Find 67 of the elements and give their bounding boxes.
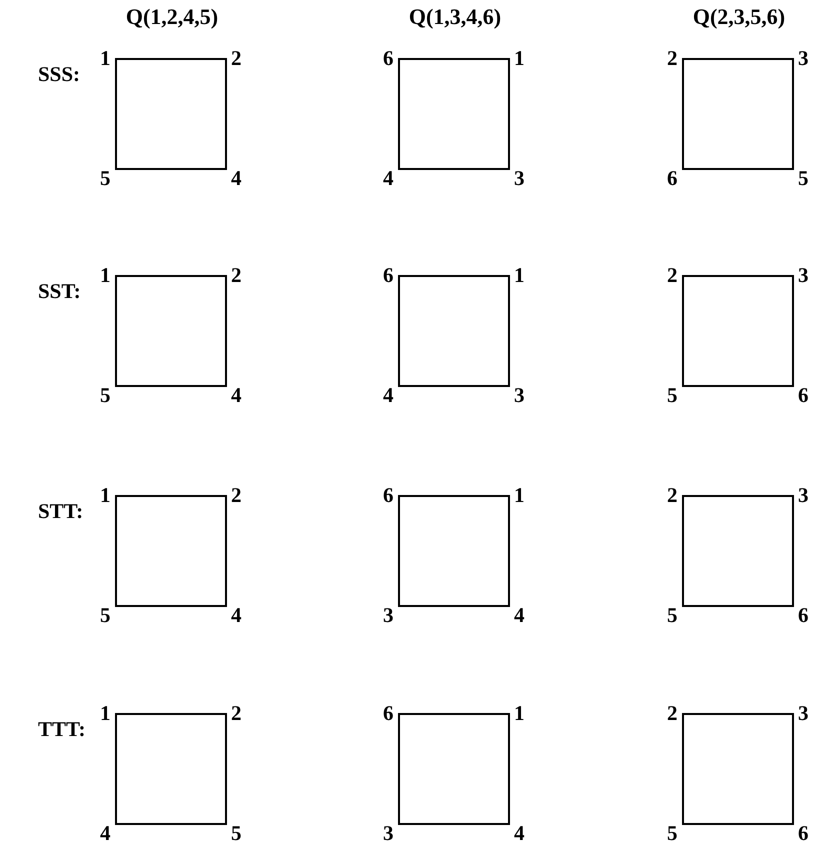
vertex-number: 5 <box>100 168 110 189</box>
vertex-number: 5 <box>100 385 110 406</box>
vertex-number: 3 <box>383 605 394 626</box>
square <box>398 713 510 825</box>
vertex-number: 5 <box>798 168 808 189</box>
vertex-number: 6 <box>798 823 808 844</box>
row-label: TTT: <box>38 719 86 740</box>
vertex-number: 1 <box>514 265 524 286</box>
square <box>115 713 227 825</box>
vertex-number: 1 <box>100 485 110 506</box>
vertex-number: 5 <box>667 823 678 844</box>
vertex-number: 2 <box>667 485 678 506</box>
square <box>682 58 794 170</box>
square <box>115 495 227 607</box>
vertex-number: 4 <box>514 605 524 626</box>
row-label: SST: <box>38 281 81 302</box>
vertex-number: 2 <box>667 48 678 69</box>
row-label: STT: <box>38 501 84 522</box>
square <box>115 58 227 170</box>
vertex-number: 5 <box>667 605 678 626</box>
row-label: SSS: <box>38 64 80 85</box>
vertex-number: 4 <box>100 823 110 844</box>
vertex-number: 6 <box>383 485 394 506</box>
square <box>398 275 510 387</box>
vertex-number: 2 <box>231 703 242 724</box>
vertex-number: 6 <box>667 168 678 189</box>
vertex-number: 1 <box>100 48 110 69</box>
vertex-number: 4 <box>231 168 242 189</box>
vertex-number: 4 <box>231 605 242 626</box>
vertex-number: 6 <box>383 48 394 69</box>
vertex-number: 2 <box>231 485 242 506</box>
vertex-number: 4 <box>383 385 394 406</box>
square <box>398 58 510 170</box>
vertex-number: 3 <box>383 823 394 844</box>
square <box>682 275 794 387</box>
vertex-number: 2 <box>231 265 242 286</box>
square <box>682 495 794 607</box>
vertex-number: 6 <box>383 703 394 724</box>
vertex-number: 3 <box>798 703 808 724</box>
vertex-number: 3 <box>514 168 524 189</box>
vertex-number: 1 <box>100 265 110 286</box>
vertex-number: 1 <box>514 703 524 724</box>
vertex-number: 4 <box>383 168 394 189</box>
vertex-number: 2 <box>667 265 678 286</box>
vertex-number: 6 <box>383 265 394 286</box>
square <box>115 275 227 387</box>
vertex-number: 4 <box>514 823 524 844</box>
square <box>398 495 510 607</box>
vertex-number: 3 <box>798 485 808 506</box>
vertex-number: 6 <box>798 605 808 626</box>
vertex-number: 3 <box>514 385 524 406</box>
vertex-number: 3 <box>798 48 808 69</box>
vertex-number: 2 <box>231 48 242 69</box>
column-heading: Q(2,3,5,6) <box>692 6 786 28</box>
column-heading: Q(1,2,4,5) <box>126 6 218 28</box>
column-heading: Q(1,3,4,6) <box>408 6 502 28</box>
vertex-number: 5 <box>100 605 110 626</box>
vertex-number: 6 <box>798 385 808 406</box>
vertex-number: 4 <box>231 385 242 406</box>
vertex-number: 1 <box>514 485 524 506</box>
vertex-number: 5 <box>231 823 242 844</box>
vertex-number: 1 <box>514 48 524 69</box>
vertex-number: 3 <box>798 265 808 286</box>
vertex-number: 1 <box>100 703 110 724</box>
vertex-number: 5 <box>667 385 678 406</box>
square <box>682 713 794 825</box>
vertex-number: 2 <box>667 703 678 724</box>
